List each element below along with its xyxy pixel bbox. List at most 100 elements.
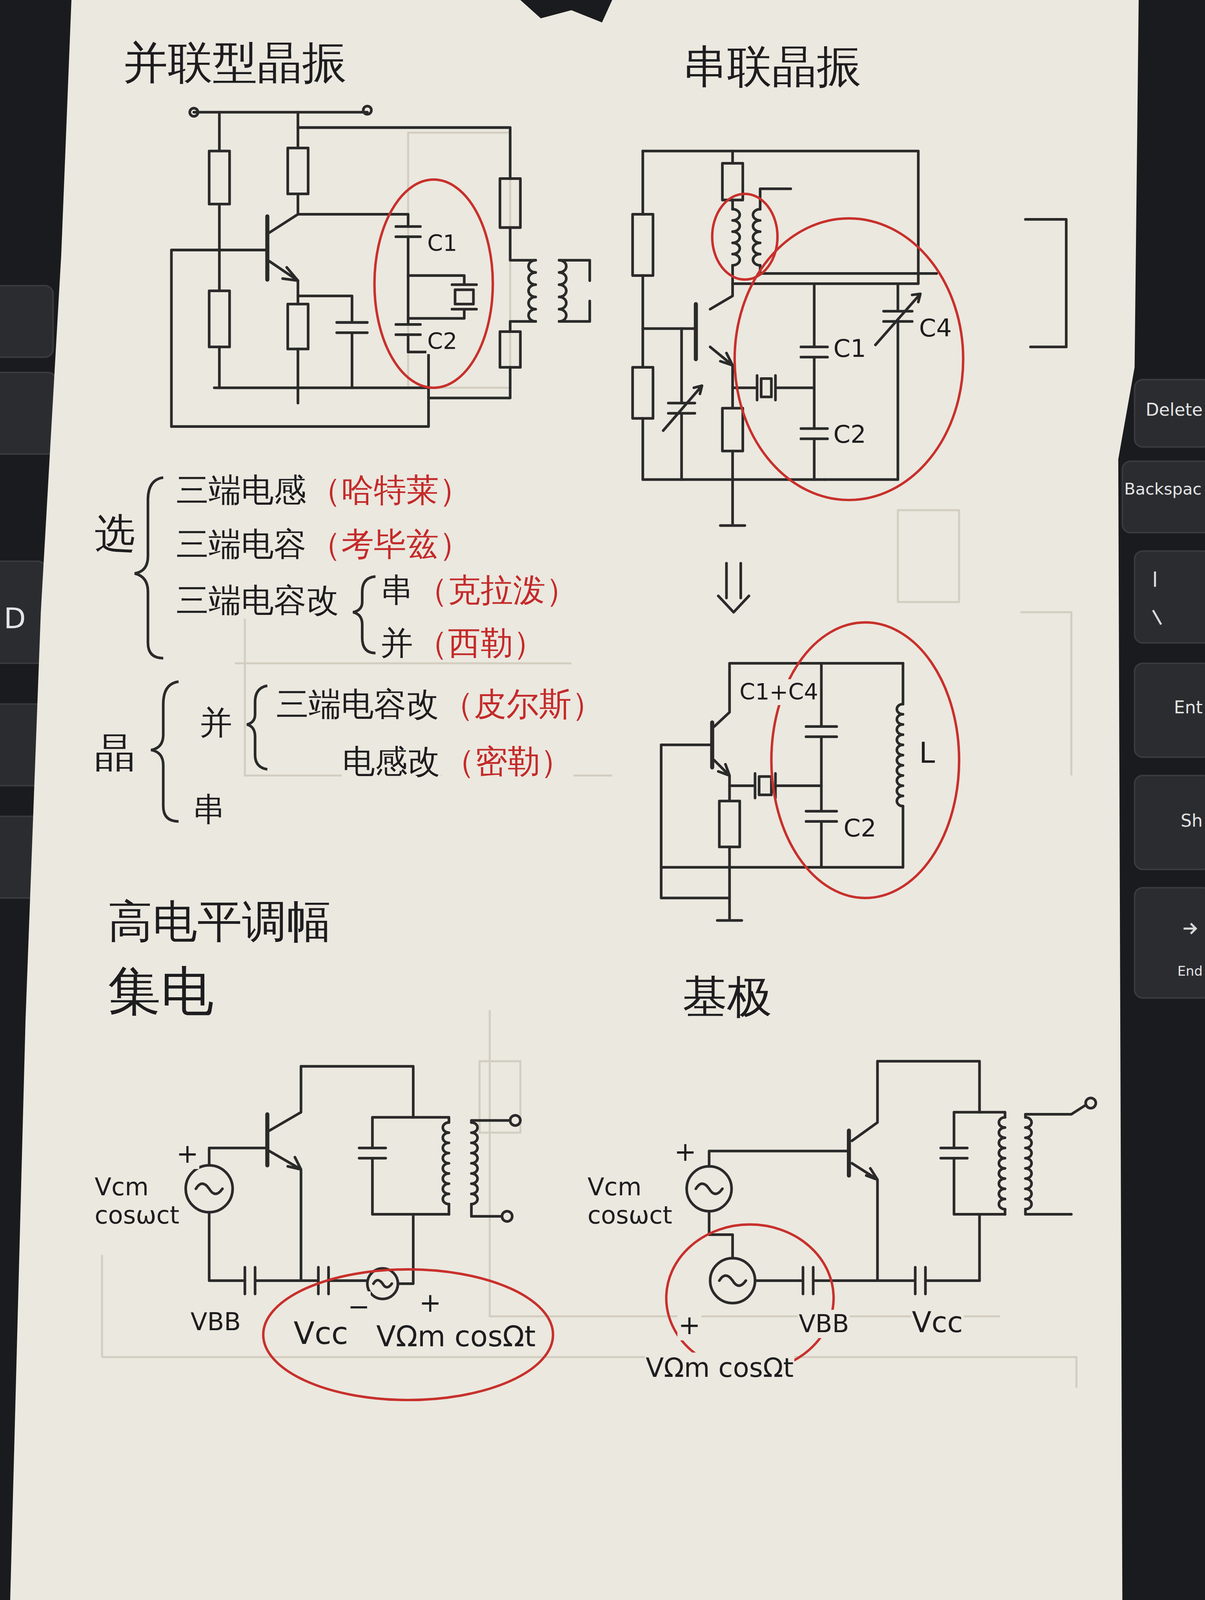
parallel-crystal-oscillator-circuit	[218, 203, 221, 291]
inventor-name: （皮尔斯）	[440, 685, 605, 724]
parallel-crystal-oscillator-circuit	[171, 106, 590, 427]
collector-modulation-circuit	[185, 1066, 521, 1300]
series-crystal-oscillator-circuit	[731, 151, 734, 164]
base-modulation-circuit	[709, 1258, 755, 1304]
keyboard-key	[0, 285, 53, 358]
equivalent-three-point-circuit	[661, 563, 903, 921]
series-crystal-oscillator-circuit	[824, 283, 921, 480]
series-crystal-oscillator-circuit	[732, 375, 815, 401]
inventor-name: （克拉泼）	[414, 571, 579, 610]
red-highlight-loop	[374, 179, 494, 388]
parallel-crystal-oscillator-circuit	[219, 248, 268, 252]
red-highlight-loop	[771, 622, 960, 899]
component-label: C2	[832, 420, 867, 449]
collector-modulation-circuit	[373, 1280, 392, 1288]
component-label: C1	[426, 230, 458, 257]
equivalent-three-point-circuit	[714, 760, 730, 802]
series-crystal-oscillator-circuit	[732, 209, 740, 266]
paper-sheet	[10, 0, 1139, 1600]
circuit-type: 串	[379, 571, 414, 610]
keyboard-key	[0, 561, 46, 664]
bleed-through-lines	[101, 132, 1077, 1389]
key-mark	[1152, 571, 1196, 934]
parallel-crystal-oscillator-circuit	[428, 367, 510, 399]
base-modulation-circuit	[686, 1166, 732, 1212]
circuit-type: 三端电感	[175, 471, 308, 510]
keyboard-key	[1134, 888, 1205, 999]
parallel-crystal-oscillator-circuit	[510, 227, 536, 261]
circuit-type: 串	[191, 790, 226, 829]
red-highlight-loop	[666, 1224, 834, 1372]
list-bracket	[151, 681, 179, 822]
red-highlight-loop	[712, 193, 964, 501]
base-modulation-circuit	[940, 1112, 1005, 1215]
collector-modulation-circuit	[269, 1066, 302, 1281]
key-label: Ent	[1173, 697, 1204, 718]
signal-label: Vcc	[911, 1306, 964, 1340]
component-label: C2	[842, 814, 878, 843]
polarity-mark: +	[418, 1287, 443, 1319]
series-crystal-oscillator-circuit	[641, 151, 645, 215]
heading: 串联晶振	[681, 40, 863, 93]
series-crystal-oscillator-circuit	[760, 378, 772, 397]
red-highlight-loop	[771, 622, 960, 899]
base-modulation-circuit	[851, 1061, 980, 1281]
equivalent-three-point-circuit	[718, 563, 749, 613]
parallel-crystal-oscillator-circuit	[500, 331, 521, 368]
signal-label: Vcm cosωct	[93, 1173, 181, 1230]
key-label: Delete	[1144, 400, 1204, 421]
parallel-crystal-oscillator-circuit	[407, 275, 477, 319]
component-label: C4	[918, 314, 953, 343]
series-crystal-oscillator-circuit	[632, 367, 654, 419]
keyboard-key	[1122, 461, 1205, 533]
collector-modulation-circuit	[510, 1115, 521, 1126]
signal-label: VΩm cosΩt	[375, 1320, 537, 1354]
component-label: C1	[832, 334, 867, 363]
series-crystal-oscillator-circuit	[632, 214, 654, 276]
parallel-crystal-oscillator-circuit	[218, 347, 221, 388]
circuit-type: 三端电容改	[275, 685, 440, 724]
signal-label: VBB	[797, 1310, 850, 1339]
key-label: End	[1176, 964, 1204, 980]
circuit-type: 三端电容	[175, 525, 308, 564]
base-modulation-circuit	[719, 1275, 747, 1287]
collector-modulation-circuit	[209, 1212, 245, 1281]
equivalent-three-point-circuit	[728, 847, 731, 868]
collector-modulation-circuit	[359, 1117, 450, 1215]
signal-label: Vcc	[293, 1316, 350, 1352]
parallel-crystal-oscillator-circuit	[282, 267, 299, 281]
series-crystal-oscillator-circuit	[720, 451, 745, 526]
inventor-name: （哈特莱）	[307, 471, 473, 510]
keyboard-key	[1134, 551, 1205, 643]
component-label: C2	[426, 328, 458, 355]
heading: 高电平调幅	[107, 895, 333, 948]
heading: 并联型晶振	[122, 36, 348, 89]
inventor-name: （西勒）	[414, 624, 547, 663]
parallel-crystal-oscillator-circuit	[510, 321, 536, 332]
collector-modulation-circuit	[244, 1267, 368, 1295]
key-label: Backspac	[1123, 479, 1203, 499]
parallel-crystal-oscillator-circuit	[363, 106, 372, 115]
category-label: 选	[93, 510, 137, 558]
keyboard-key	[1134, 379, 1205, 448]
equivalent-three-point-circuit	[661, 744, 742, 921]
parallel-crystal-oscillator-circuit	[214, 386, 429, 390]
equivalent-three-point-circuit	[661, 806, 903, 868]
parallel-crystal-oscillator-circuit	[209, 151, 230, 204]
red-highlight-loop	[263, 1269, 554, 1401]
parallel-crystal-oscillator-circuit	[455, 289, 474, 304]
parallel-crystal-oscillator-circuit	[209, 291, 230, 348]
keyboard-key	[1134, 775, 1205, 870]
parallel-crystal-oscillator-circuit	[528, 260, 536, 322]
heading: 基极	[681, 971, 773, 1023]
collector-modulation-circuit	[195, 1183, 223, 1195]
parallel-crystal-oscillator-circuit	[171, 250, 429, 427]
base-modulation-circuit	[999, 1117, 1006, 1210]
series-crystal-oscillator-circuit	[753, 209, 761, 266]
keyboard-key	[1134, 663, 1205, 758]
key-mark	[1152, 571, 1162, 625]
collector-modulation-circuit	[185, 1165, 233, 1213]
